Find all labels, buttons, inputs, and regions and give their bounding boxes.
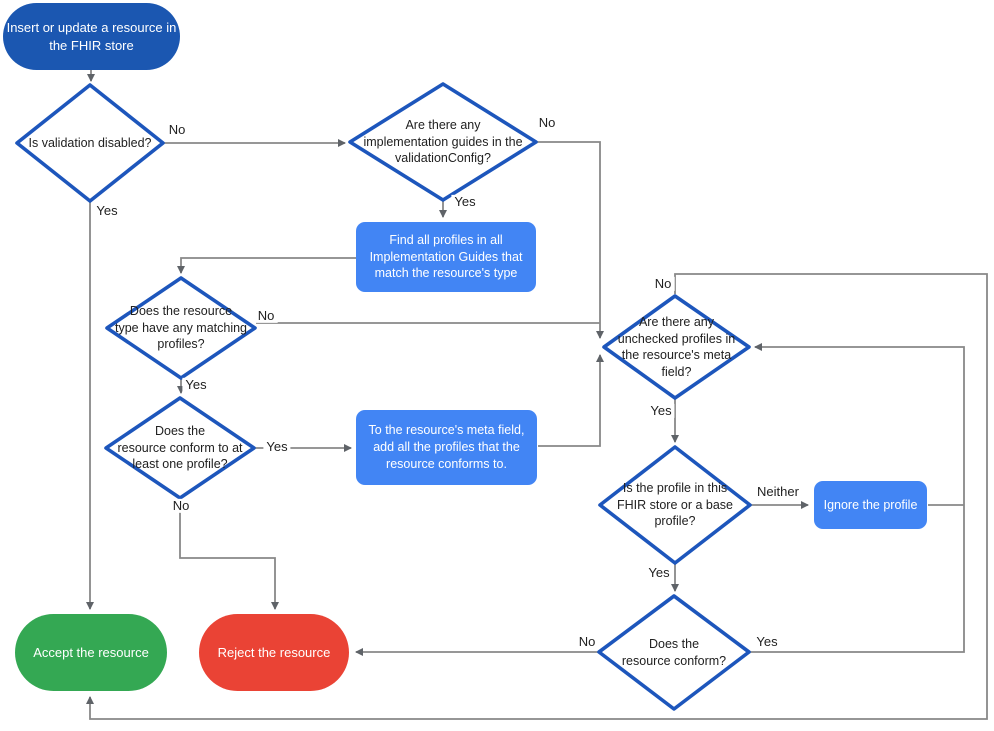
decision-conforms-to-one-profile: Does the resource conform to at least on… xyxy=(117,424,243,472)
connector-addmeta-to-unchecked xyxy=(538,354,604,447)
decision-any-implementation-guides: Are there any implementation guides in t… xyxy=(363,118,523,166)
connector-conformsone-no-reject xyxy=(179,499,279,610)
decision-any-unchecked-profiles: Are there any unchecked profiles in the … xyxy=(617,315,736,379)
decision-profile-in-store-or-base: Is the profile in this FHIR store or a b… xyxy=(616,481,733,529)
decision-shape-conforms-to-one-profile xyxy=(104,396,256,500)
decision-shape-any-implementation-guides xyxy=(348,82,538,202)
decision-shape-does-resource-conform xyxy=(597,594,751,711)
edge-label-profile-store-yes: Yes xyxy=(645,565,673,581)
edge-label-matching-profiles-no: No xyxy=(254,308,278,324)
decision-is-validation-disabled: Is validation disabled? xyxy=(28,135,152,150)
decision-shape-is-validation-disabled xyxy=(15,83,165,203)
edge-label-resource-conform-no: No xyxy=(575,634,599,650)
accept-node: Accept the resource xyxy=(15,614,167,691)
decision-shape-any-unchecked-profiles xyxy=(602,294,751,400)
reject-node: Reject the resource xyxy=(199,614,349,691)
decision-shape-any-matching-profiles xyxy=(105,276,257,380)
edge-label-matching-profiles-yes: Yes xyxy=(182,377,210,393)
edge-label-validation-disabled-no: No xyxy=(165,122,189,138)
decision-any-matching-profiles: Does the resource type have any matching… xyxy=(114,304,248,352)
connector-findprofiles-to-matching xyxy=(177,257,356,274)
connector-unchecked-no-accept-loop xyxy=(86,273,988,720)
edge-label-conforms-one-no: No xyxy=(169,498,193,514)
connector-guides-no-join xyxy=(537,141,604,339)
process-ignore-profile: Ignore the profile xyxy=(814,481,927,529)
edge-label-conforms-one-yes: Yes xyxy=(263,439,291,455)
start-node: Insert or update a resource in the FHIR … xyxy=(3,3,180,70)
decision-does-resource-conform: Does the resource conform? xyxy=(621,637,727,668)
connector-conform-yes-loop xyxy=(750,343,965,653)
edge-label-implementation-guides-yes: Yes xyxy=(451,194,479,210)
decision-shape-profile-in-store-or-base xyxy=(598,445,752,565)
edge-label-unchecked-profiles-no: No xyxy=(651,276,675,292)
edge-label-implementation-guides-no: No xyxy=(535,115,559,131)
edge-label-validation-disabled-yes: Yes xyxy=(93,203,121,219)
process-add-profiles-to-meta: To the resource's meta field, add all th… xyxy=(356,410,537,485)
edge-label-unchecked-profiles-yes: Yes xyxy=(647,403,675,419)
process-find-all-profiles: Find all profiles in all Implementation … xyxy=(356,222,536,292)
edge-label-resource-conform-yes: Yes xyxy=(753,634,781,650)
edge-label-profile-store-neither: Neither xyxy=(754,484,802,500)
